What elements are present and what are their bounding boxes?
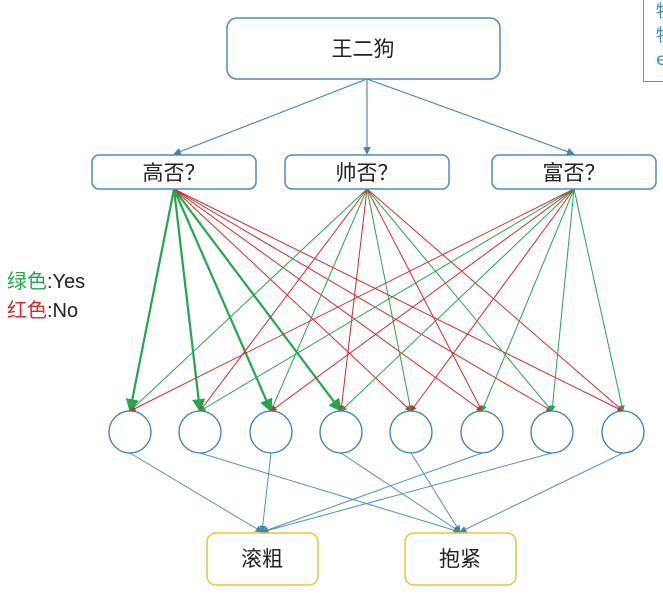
edge-n3-out1 bbox=[259, 452, 272, 533]
question-node-rich: 富否？ bbox=[491, 154, 657, 190]
edges-layer bbox=[125, 78, 625, 534]
legend-no: 红色:No bbox=[7, 297, 85, 326]
output-box-hug bbox=[404, 532, 517, 586]
hidden-layer bbox=[108, 410, 645, 454]
edge-n5-out2 bbox=[410, 452, 461, 533]
root-edge-1 bbox=[173, 78, 368, 156]
corner-note-line-3: e bbox=[656, 48, 663, 72]
edge-q3-n5-no bbox=[410, 188, 575, 412]
output-node-hug: 抱紧 bbox=[404, 532, 517, 586]
edge-q3-n4-yes bbox=[340, 188, 575, 412]
edge-q1-n4-yes bbox=[173, 188, 342, 413]
hidden-node-1 bbox=[108, 410, 152, 454]
edge-q2-n5-yes bbox=[366, 188, 413, 412]
output-node-roll: 滚粗 bbox=[206, 532, 319, 586]
edge-q2-n1-yes bbox=[129, 188, 368, 412]
hidden-node-3 bbox=[249, 410, 293, 454]
edge-q2-n2-no bbox=[199, 188, 368, 412]
root-edge-3 bbox=[366, 78, 575, 156]
hidden-node-6 bbox=[460, 410, 504, 454]
output-box-roll bbox=[206, 532, 319, 586]
edge-q2-n8-no bbox=[366, 188, 624, 412]
question-label-handsome: 帅否？ bbox=[336, 161, 399, 185]
legend-yes-color: 绿色 bbox=[7, 271, 47, 293]
question-node-high: 高否？ bbox=[91, 154, 257, 190]
edge-q2-n4-no bbox=[338, 188, 368, 412]
edge-q3-n2-yes bbox=[199, 188, 575, 412]
question-box-handsome bbox=[284, 154, 450, 190]
edge-q3-n7-yes bbox=[549, 188, 575, 412]
edge-q1-n6-no bbox=[173, 188, 483, 412]
output-label-hug: 抱紧 bbox=[439, 547, 481, 571]
question-box-rich bbox=[491, 154, 657, 190]
legend-yes: 绿色:Yes bbox=[7, 268, 85, 297]
hidden-node-2 bbox=[178, 410, 222, 454]
edge-q1-n1-yes bbox=[125, 188, 176, 413]
edge-q1-n3-yes bbox=[172, 188, 273, 413]
hidden-node-5 bbox=[389, 410, 433, 454]
output-label-roll: 滚粗 bbox=[241, 547, 283, 571]
question-label-rich: 富否？ bbox=[543, 161, 606, 185]
edge-n7-out1 bbox=[261, 452, 553, 534]
question-box-high bbox=[91, 154, 257, 190]
edge-n8-out2 bbox=[459, 452, 624, 533]
edge-n4-out2 bbox=[340, 452, 461, 533]
root-label: 王二狗 bbox=[332, 37, 395, 61]
legend-no-text: :No bbox=[47, 300, 79, 322]
corner-note-line-2: 牧 bbox=[656, 24, 663, 48]
root-node: 王二狗 bbox=[226, 17, 501, 80]
hidden-node-8 bbox=[601, 410, 645, 454]
edge-q2-n6-no bbox=[366, 188, 483, 412]
hidden-node-4 bbox=[319, 410, 363, 454]
edge-q3-n1-no bbox=[129, 188, 575, 412]
corner-note: 牧 牧 e bbox=[643, 0, 663, 82]
edge-q1-n7-no bbox=[173, 188, 553, 412]
hidden-node-7 bbox=[530, 410, 574, 454]
edge-q1-n2-yes bbox=[172, 188, 206, 413]
edge-q3-n6-yes bbox=[481, 188, 575, 412]
edge-q1-n5-no bbox=[173, 188, 412, 412]
legend: 绿色:Yes 红色:No bbox=[7, 268, 85, 326]
question-label-high: 高否？ bbox=[143, 161, 206, 185]
edge-n2-out2 bbox=[199, 452, 461, 534]
legend-yes-text: :Yes bbox=[47, 271, 86, 293]
edge-q3-n3-no bbox=[270, 188, 575, 412]
corner-note-line-1: 牧 bbox=[656, 0, 663, 24]
edge-q2-n3-yes bbox=[270, 188, 368, 412]
edge-q3-n8-yes bbox=[573, 188, 625, 412]
root-box bbox=[226, 17, 501, 80]
question-node-handsome: 帅否？ bbox=[284, 154, 450, 190]
edge-n1-out1 bbox=[129, 452, 263, 533]
edge-q1-n8-no bbox=[173, 188, 624, 412]
edge-n6-out1 bbox=[261, 452, 483, 534]
edge-q2-n7-yes bbox=[366, 188, 553, 412]
legend-no-color: 红色 bbox=[7, 300, 47, 322]
